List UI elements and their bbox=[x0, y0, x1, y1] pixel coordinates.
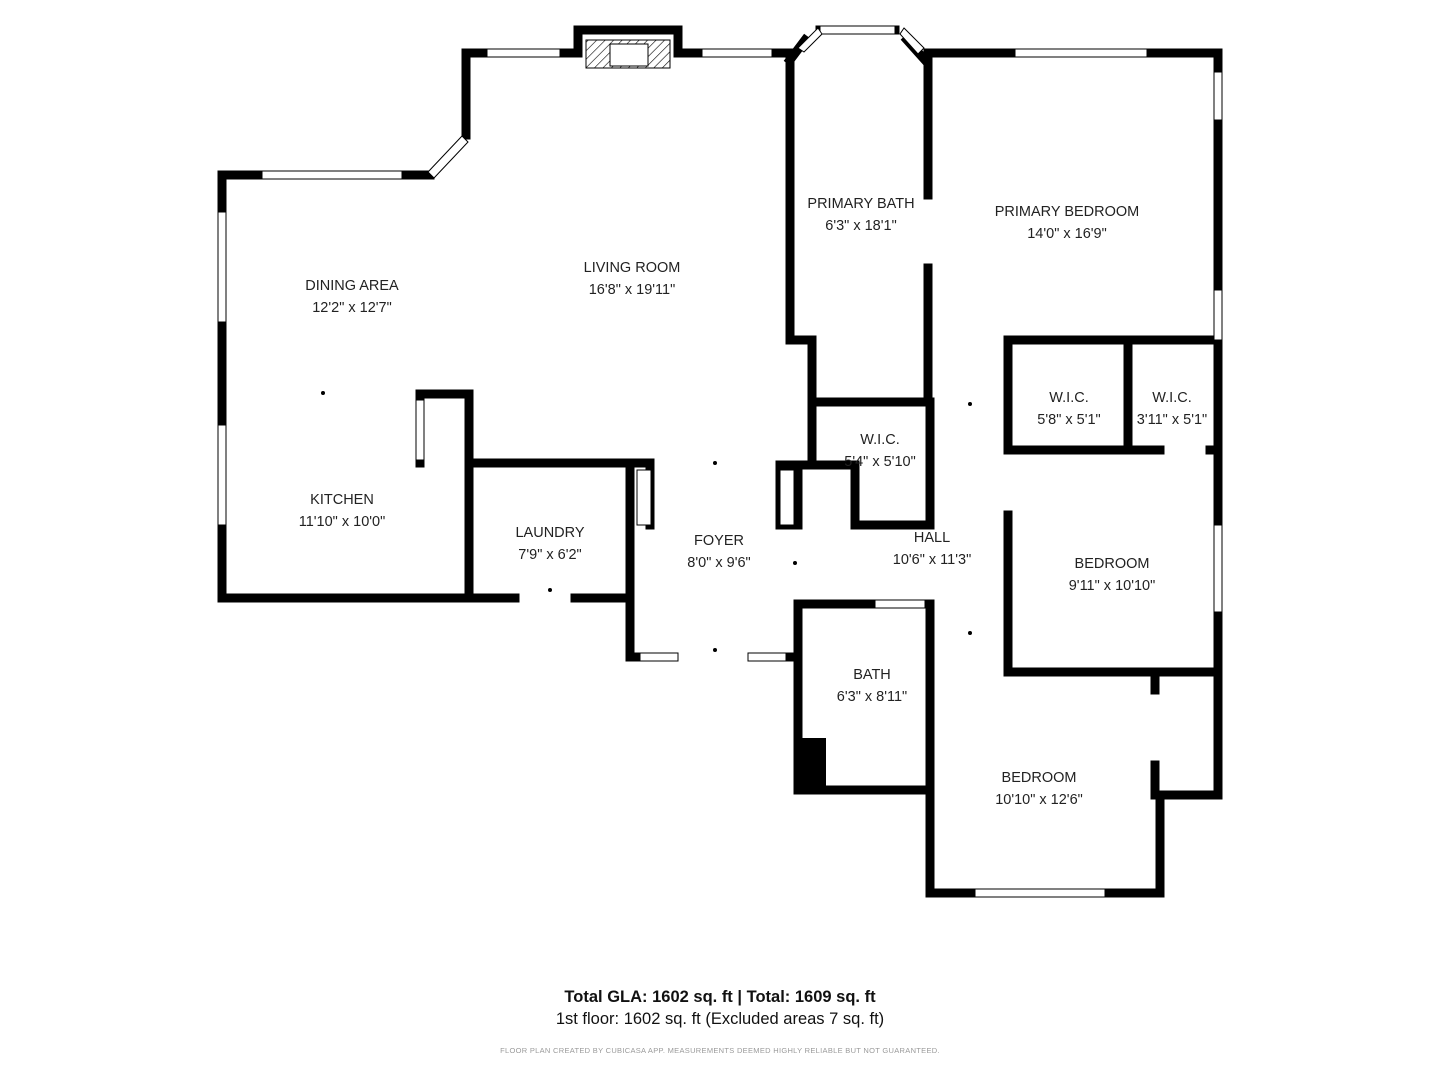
area-summary-main: Total GLA: 1602 sq. ft | Total: 1609 sq.… bbox=[564, 988, 876, 1006]
room-dim-bedroom1: 9'11" x 10'10" bbox=[1069, 578, 1156, 594]
room-dim-hall: 10'6" x 11'3" bbox=[893, 552, 971, 568]
room-dim-dining: 12'2" x 12'7" bbox=[312, 300, 392, 316]
room-name-foyer: FOYER bbox=[694, 533, 744, 549]
fireplace bbox=[585, 39, 671, 69]
area-summary-sub: 1st floor: 1602 sq. ft (Excluded areas 7… bbox=[555, 1010, 885, 1028]
room-dim-primary-bath: 6'3" x 18'1" bbox=[825, 218, 896, 234]
room-dim-wic3: 5'4" x 5'10" bbox=[844, 454, 915, 470]
room-dim-wic1: 5'8" x 5'1" bbox=[1037, 412, 1100, 428]
room-name-primary-bedroom: PRIMARY BEDROOM bbox=[995, 204, 1140, 220]
room-name-bath: BATH bbox=[853, 667, 891, 683]
room-labels: DINING AREA 12'2" x 12'7" LIVING ROOM 16… bbox=[299, 196, 1207, 808]
room-dim-bedroom2: 10'10" x 12'6" bbox=[995, 792, 1083, 808]
windows bbox=[217, 25, 1223, 898]
room-name-wic1: W.I.C. bbox=[1049, 390, 1088, 406]
room-dim-primary-bedroom: 14'0" x 16'9" bbox=[1027, 226, 1107, 242]
walls bbox=[217, 25, 1223, 898]
door-markers bbox=[321, 391, 972, 652]
room-name-living: LIVING ROOM bbox=[584, 260, 681, 276]
room-name-dining: DINING AREA bbox=[305, 278, 399, 294]
room-name-bedroom2: BEDROOM bbox=[1002, 770, 1077, 786]
room-dim-living: 16'8" x 19'11" bbox=[589, 282, 676, 298]
room-name-kitchen: KITCHEN bbox=[310, 492, 374, 508]
room-dim-wic2: 3'11" x 5'1" bbox=[1137, 412, 1207, 428]
room-dim-laundry: 7'9" x 6'2" bbox=[518, 547, 581, 563]
room-name-wic2: W.I.C. bbox=[1152, 390, 1191, 406]
room-name-primary-bath: PRIMARY BATH bbox=[807, 196, 914, 212]
room-dim-bath: 6'3" x 8'11" bbox=[837, 689, 907, 705]
room-name-bedroom1: BEDROOM bbox=[1075, 556, 1150, 572]
room-name-laundry: LAUNDRY bbox=[515, 525, 584, 541]
room-dim-foyer: 8'0" x 9'6" bbox=[687, 555, 750, 571]
room-name-wic3: W.I.C. bbox=[860, 432, 899, 448]
room-dim-kitchen: 11'10" x 10'0" bbox=[299, 514, 386, 530]
room-name-hall: HALL bbox=[914, 530, 950, 546]
closet-block bbox=[798, 738, 826, 790]
disclaimer: FLOOR PLAN CREATED BY CUBICASA APP. MEAS… bbox=[500, 1046, 940, 1055]
